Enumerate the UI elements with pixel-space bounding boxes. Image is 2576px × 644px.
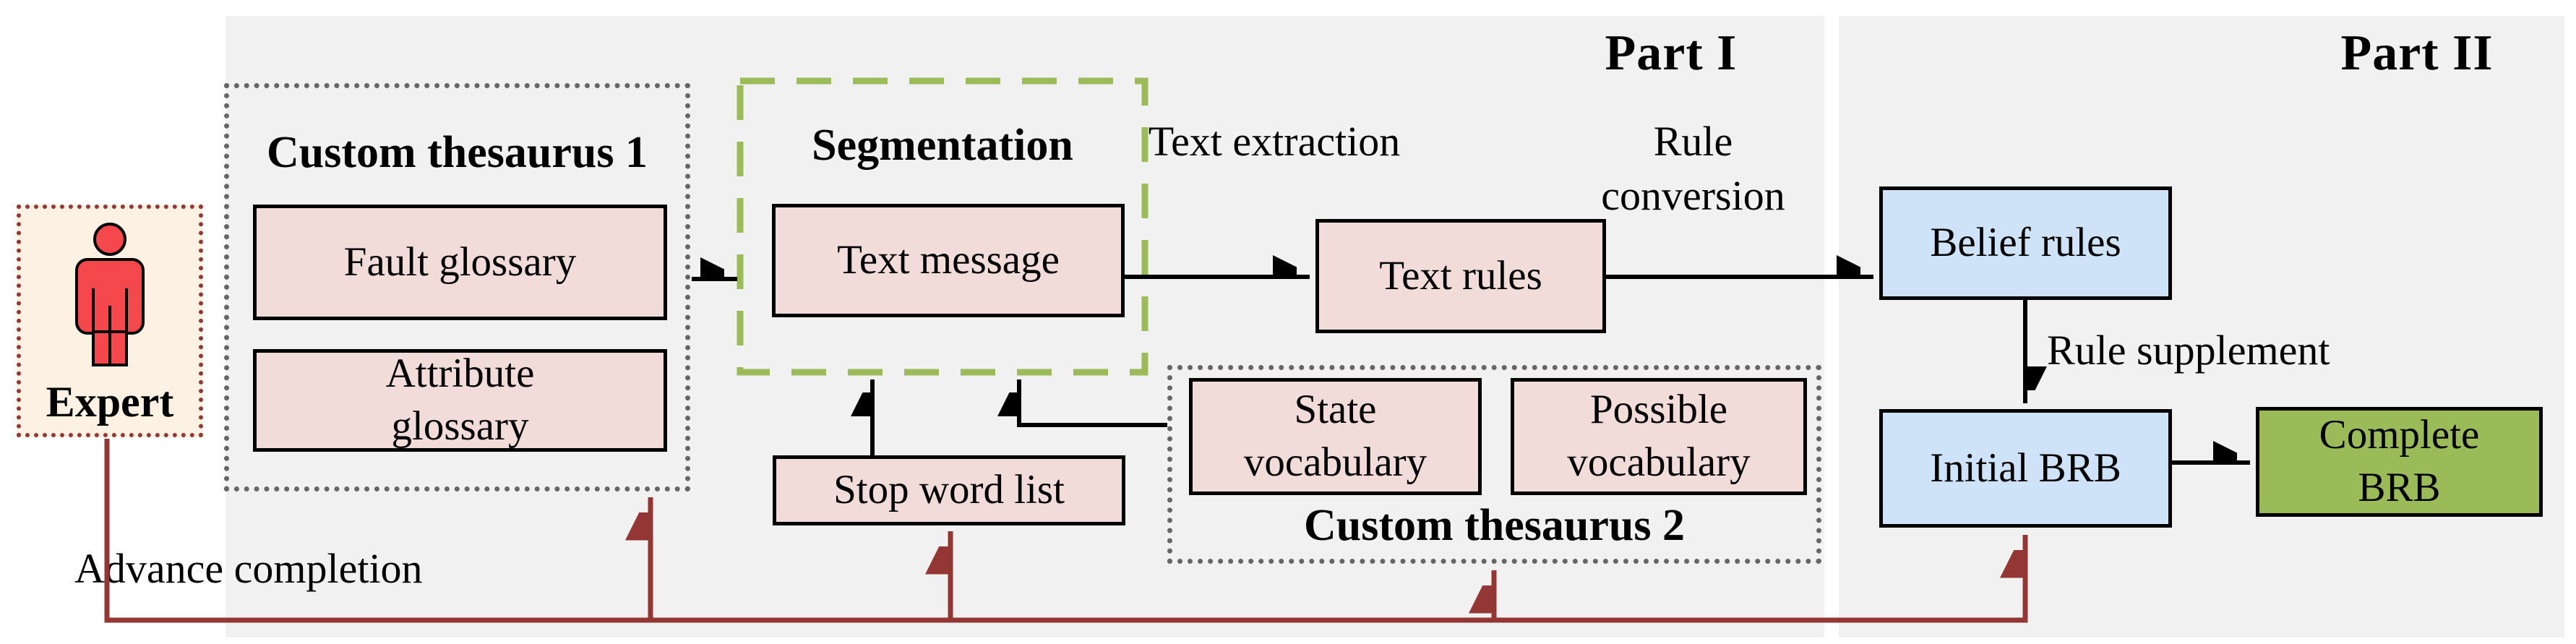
text-rules-box: Text rules [1315, 219, 1606, 333]
stop-word-list-label: Stop word list [833, 467, 1065, 513]
complete-brb-box: Complete BRB [2256, 407, 2543, 517]
person-icon [66, 219, 153, 373]
complete-brb-label: Complete BRB [2319, 412, 2480, 510]
part2-title: Part II [2340, 25, 2494, 81]
possible-vocabulary-label: Possible vocabulary [1567, 387, 1751, 485]
text-rules-label: Text rules [1379, 252, 1542, 299]
advance-completion-label: Advance completion [74, 545, 423, 592]
fault-glossary-label: Fault glossary [343, 239, 577, 285]
state-vocabulary-box: State vocabulary [1189, 378, 1482, 495]
rule-conversion-label: Rule conversion [1601, 118, 1785, 220]
text-message-label: Text message [837, 237, 1060, 283]
fault-glossary-box: Fault glossary [253, 205, 667, 320]
initial-brb-label: Initial BRB [1930, 445, 2121, 491]
expert-box: Expert [17, 205, 203, 437]
belief-rules-label: Belief rules [1930, 220, 2121, 266]
state-vocabulary-label: State vocabulary [1243, 387, 1427, 485]
stop-word-list-box: Stop word list [773, 455, 1125, 525]
text-message-box: Text message [772, 204, 1125, 317]
custom-thesaurus-2-title: Custom thesaurus 2 [1303, 501, 1686, 550]
rule-supplement-label: Rule supplement [2047, 327, 2330, 374]
expert-label: Expert [46, 378, 174, 426]
possible-vocabulary-box: Possible vocabulary [1511, 378, 1807, 495]
segmentation-title: Segmentation [812, 121, 1073, 170]
part1-title: Part I [1605, 25, 1738, 81]
custom-thesaurus-1-title: Custom thesaurus 1 [266, 128, 648, 177]
text-extraction-label: Text extraction [1148, 118, 1401, 165]
belief-rules-box: Belief rules [1879, 186, 2172, 300]
initial-brb-box: Initial BRB [1879, 409, 2172, 528]
attribute-glossary-box: Attribute glossary [253, 349, 667, 452]
attribute-glossary-label: Attribute glossary [385, 351, 535, 449]
